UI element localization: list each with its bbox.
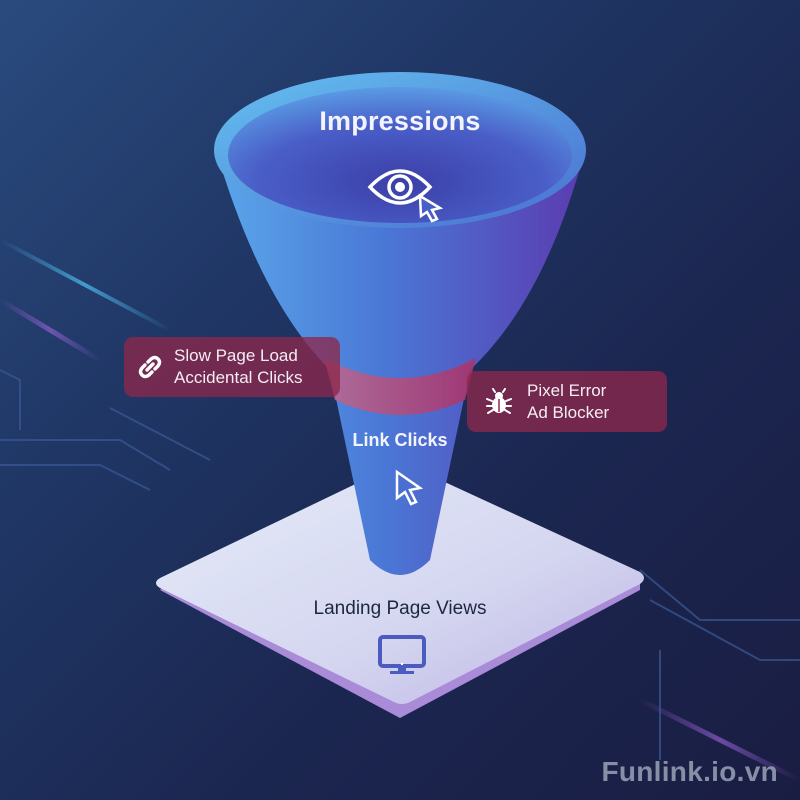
stage-label-landing-page-views: Landing Page Views <box>313 598 487 619</box>
funnel-body <box>214 72 586 575</box>
cursor-arrow-icon <box>395 469 424 506</box>
callout-right-line-1: Pixel Error <box>527 380 607 400</box>
callout-leak-left: Slow Page Load Accidental Clicks <box>124 337 340 397</box>
light-streak <box>0 238 171 332</box>
circuit-traces <box>0 369 800 760</box>
watermark-logo: Funlink.io.vn <box>601 756 778 787</box>
callout-right-line-2: Ad Blocker <box>527 402 610 422</box>
callout-left-line-2: Accidental Clicks <box>174 368 303 387</box>
landing-platform <box>156 463 644 718</box>
bug-icon <box>486 387 512 414</box>
eye-with-cursor-icon <box>367 169 444 223</box>
callout-leak-right: Pixel Error Ad Blocker <box>467 371 667 432</box>
stage-label-impressions: Impressions <box>319 106 481 136</box>
leak-band <box>324 358 476 415</box>
desktop-monitor-icon <box>378 635 426 674</box>
link-chain-icon <box>138 355 162 379</box>
stage-label-link-clicks: Link Clicks <box>352 430 448 450</box>
callout-left-line-1: Slow Page Load <box>174 346 298 365</box>
